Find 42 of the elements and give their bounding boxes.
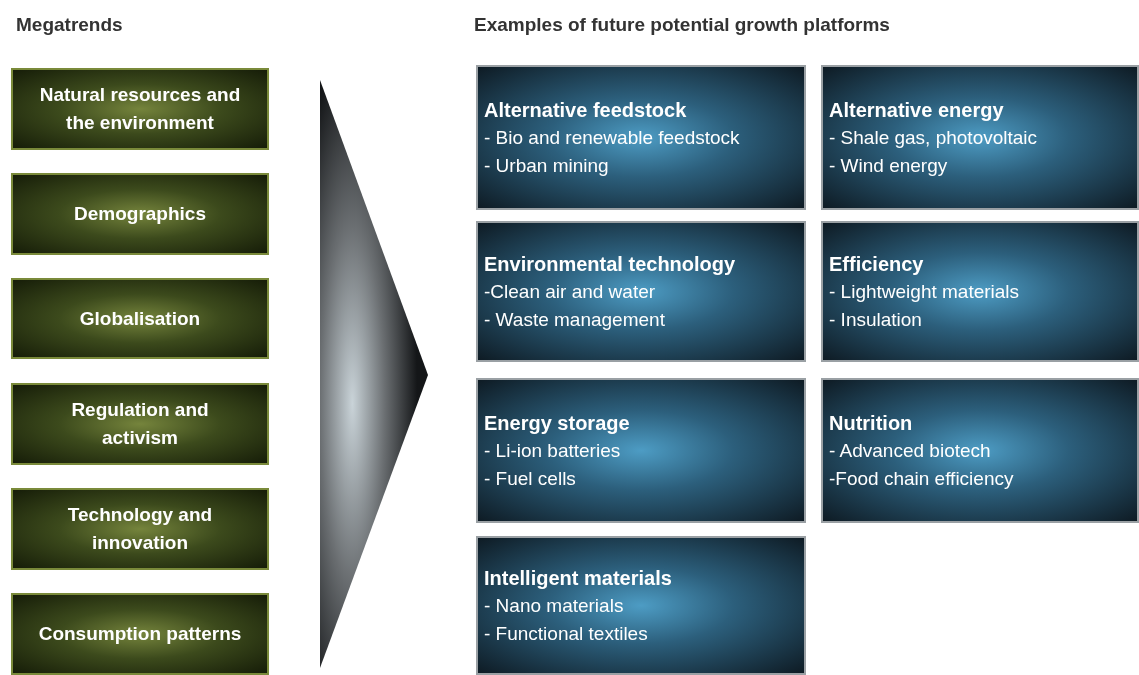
megatrend-box — [11, 488, 269, 570]
platform-item: - Functional textiles — [484, 621, 649, 646]
platform-title: Efficiency — [829, 251, 925, 277]
platform-title: Nutrition — [829, 410, 914, 436]
platform-box — [476, 536, 806, 675]
megatrend-label: Demographics — [74, 202, 206, 226]
platform-item: - Nano materials — [484, 593, 625, 618]
platform-item: - Advanced biotech — [829, 438, 992, 463]
platform-item: -Clean air and water — [484, 279, 657, 304]
megatrend-label: Technology and innovation — [66, 503, 214, 555]
section-heading: Examples of future potential growth platforms — [474, 14, 890, 36]
platform-item: -Food chain efficiency — [829, 466, 1015, 491]
platform-title: Environmental technology — [484, 251, 737, 277]
megatrend-box — [11, 68, 269, 150]
platform-title: Energy storage — [484, 410, 631, 436]
megatrend-label: Regulation and activism — [70, 398, 210, 450]
platform-box — [476, 65, 806, 210]
platform-title: Alternative feedstock — [484, 97, 688, 123]
megatrend-label: Globalisation — [79, 306, 201, 331]
platform-item: - Waste management — [484, 307, 666, 332]
platform-box — [821, 378, 1139, 523]
platform-title: Alternative energy — [829, 97, 1005, 123]
platform-item: - Li-ion batteries — [484, 438, 622, 463]
megatrend-label: Consumption patterns — [38, 622, 242, 646]
megatrend-box — [11, 383, 269, 465]
platform-box — [821, 65, 1139, 210]
platform-item: - Insulation — [829, 307, 923, 332]
megatrend-label: Natural resources and the environment — [38, 83, 242, 135]
section-heading: Megatrends — [16, 14, 123, 36]
platform-item: - Fuel cells — [484, 466, 577, 491]
megatrend-box — [11, 593, 269, 675]
megatrend-box — [11, 278, 269, 359]
platform-item: - Urban mining — [484, 153, 610, 178]
platform-box — [821, 221, 1139, 362]
platform-item: - Wind energy — [829, 153, 949, 178]
platform-title: Intelligent materials — [484, 565, 673, 591]
platform-box — [476, 221, 806, 362]
platform-item: - Shale gas, photovoltaic — [829, 125, 1039, 150]
megatrend-box — [11, 173, 269, 255]
platform-item: - Bio and renewable feedstock — [484, 125, 741, 150]
platform-box — [476, 378, 806, 523]
platform-item: - Lightweight materials — [829, 279, 1021, 304]
